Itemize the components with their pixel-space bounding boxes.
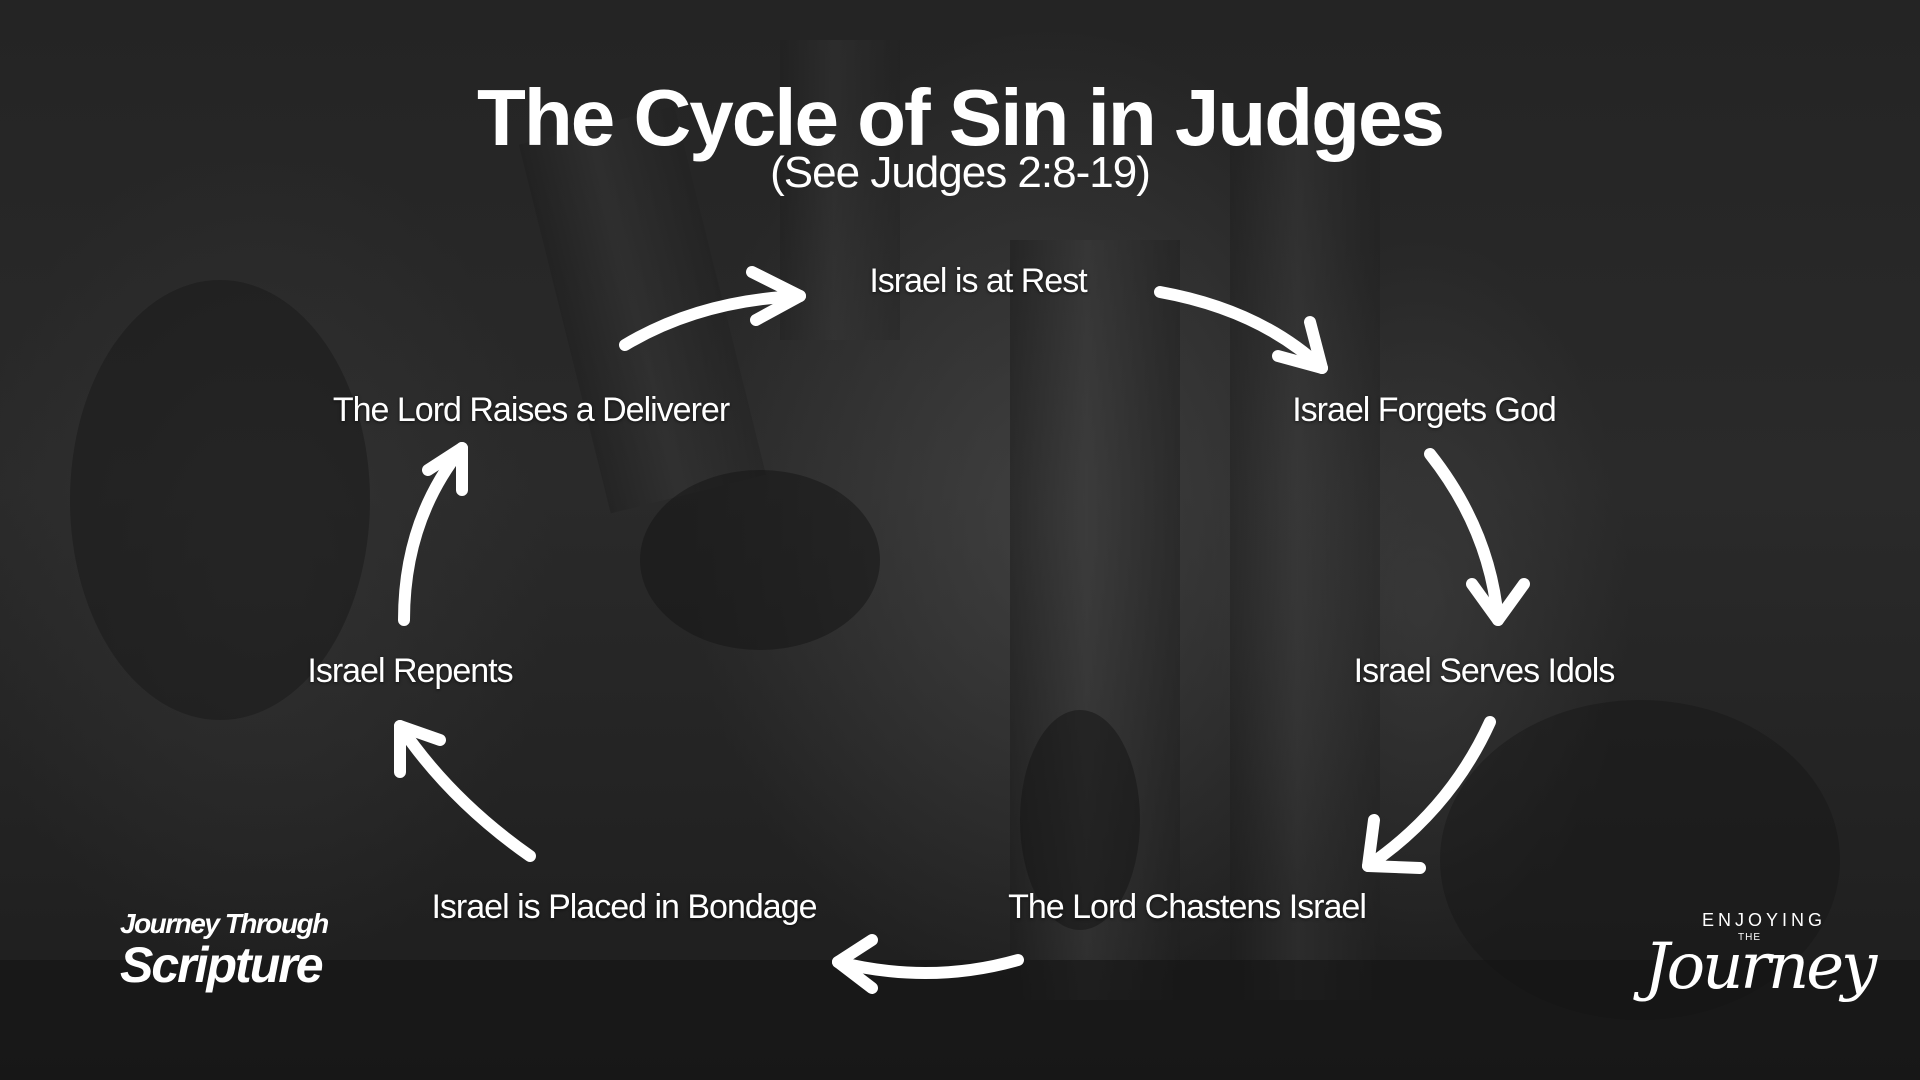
figure-shape — [1020, 710, 1140, 930]
arrow-head — [422, 442, 468, 496]
arrow-shaft — [832, 954, 1024, 979]
arrow-shaft — [1424, 448, 1504, 626]
rubble-shape — [640, 470, 880, 650]
arrow-head — [1362, 814, 1426, 874]
arrow-to-serves-idols — [1424, 448, 1530, 626]
arrow-head — [832, 934, 878, 994]
cycle-step-forgets-god: Israel Forgets God — [1292, 391, 1557, 429]
arrow-shaft — [619, 290, 806, 351]
arrow-to-forgets-god — [1154, 286, 1328, 374]
logo-top-word: ENJOYING — [1702, 910, 1827, 930]
arrow-to-bondage — [832, 934, 1024, 994]
arrow-to-repents — [394, 720, 536, 862]
cycle-step-repents: Israel Repents — [307, 652, 513, 690]
cycle-step-serves-idols: Israel Serves Idols — [1353, 652, 1616, 690]
arrow-to-chastens — [1362, 716, 1496, 874]
journey-through-scripture-logo: Journey Through Scripture — [120, 908, 340, 990]
cycle-step-rest: Israel is at Rest — [869, 262, 1087, 300]
logo-line-1: Journey Through — [120, 908, 329, 939]
arrow-shaft — [394, 720, 536, 862]
logo-line-2: Scripture — [120, 937, 324, 993]
cycle-step-deliverer: The Lord Raises a Deliverer — [332, 391, 730, 429]
shadow-band — [0, 960, 1920, 1080]
arrow-to-rest — [619, 266, 806, 351]
arrow-to-deliverer — [398, 442, 468, 626]
arrow-shaft — [1362, 716, 1496, 872]
arrow-head — [746, 266, 806, 326]
pillar-shape — [1230, 140, 1380, 1000]
page-title: The Cycle of Sin in Judges — [477, 73, 1445, 162]
enjoying-the-journey-logo: ENJOYING THE Journey — [1628, 908, 1877, 1018]
cycle-step-chastens: The Lord Chastens Israel — [1008, 888, 1367, 926]
cycle-step-bondage: Israel is Placed in Bondage — [431, 888, 817, 926]
page-subtitle: (See Judges 2:8-19) — [770, 148, 1151, 197]
logo-script-word: Journey — [1644, 930, 1877, 1004]
arrow-head — [1272, 316, 1328, 374]
figure-shape — [1440, 700, 1840, 1020]
logo-middle-word: THE — [1738, 932, 1761, 943]
figure-shape — [70, 280, 370, 720]
pillar-shape — [518, 105, 767, 514]
arrow-head — [394, 720, 446, 778]
arrow-head — [1466, 578, 1530, 626]
arrow-shaft — [1154, 286, 1328, 374]
arrow-shaft — [398, 442, 468, 626]
